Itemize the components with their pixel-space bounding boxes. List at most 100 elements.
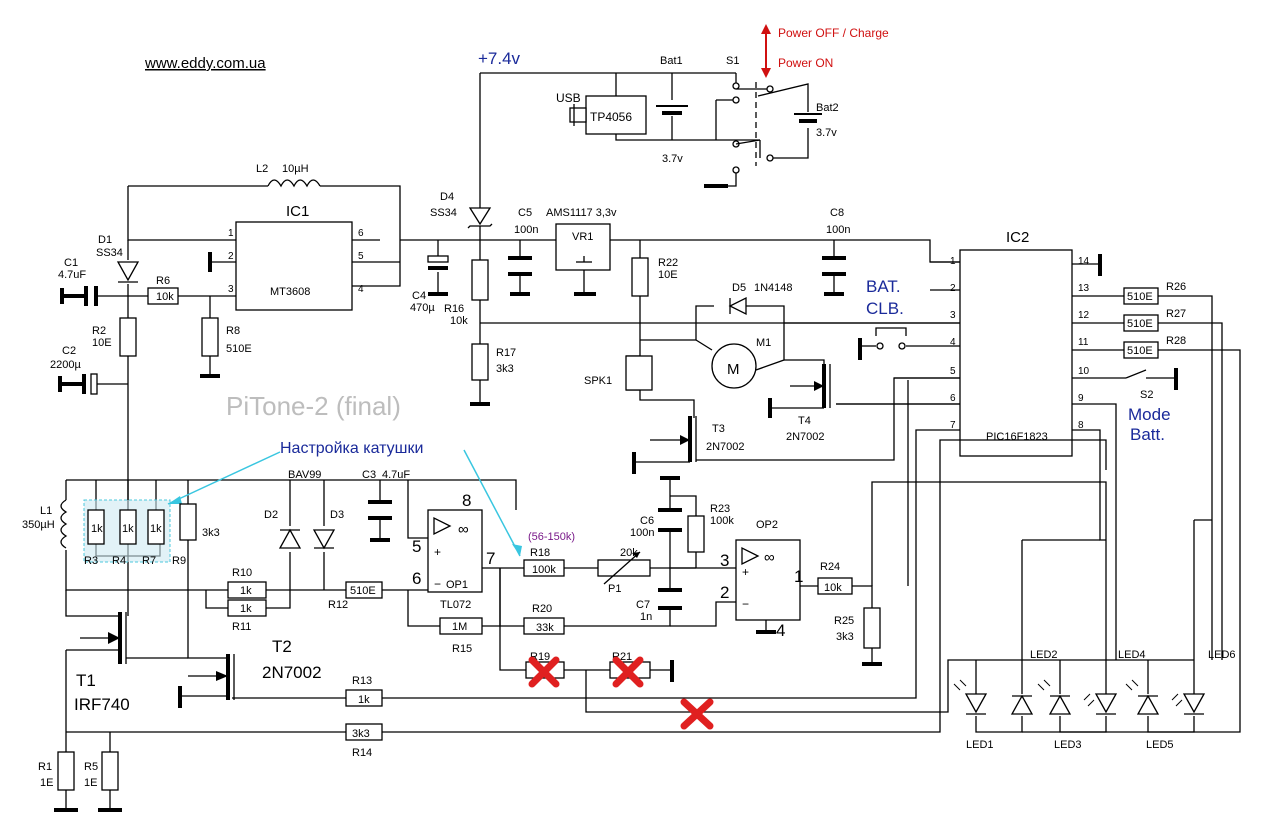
bat-clb-label-1: BAT. (866, 277, 901, 296)
led4-ref: LED4 (1118, 649, 1146, 661)
d1-val: SS34 (96, 247, 123, 259)
p1-val: 20k (620, 547, 638, 559)
r11-ref: R11 (232, 621, 251, 633)
power-on-label: Power ON (778, 56, 833, 70)
ic2-pin13: 13 (1078, 283, 1090, 294)
r6-ref: R6 (156, 275, 170, 287)
ic1-body (235, 221, 353, 311)
op1-ref: OP1 (446, 579, 468, 591)
r10-ref: R10 (232, 567, 252, 579)
mosfet-t3 (632, 416, 697, 474)
resistor-r12 (345, 581, 383, 599)
r11-val: 1k (240, 603, 252, 615)
d5-val: 1N4148 (754, 282, 793, 294)
potentiometer-p1[interactable] (597, 559, 651, 577)
resistor-r22 (631, 257, 649, 297)
r24-ref: R24 (820, 561, 840, 573)
r28-val: 510E (1127, 345, 1153, 357)
capacitor-c4 (427, 255, 449, 296)
site-url[interactable]: www.eddy.com.ua (144, 55, 266, 72)
power-off-label: Power OFF / Charge (778, 26, 889, 40)
mode-label-1: Mode (1128, 405, 1171, 424)
capacitor-c7 (658, 588, 682, 610)
resistor-r11 (227, 599, 267, 617)
s2-ref: S2 (1140, 389, 1153, 401)
t4-val: 2N7002 (786, 431, 825, 443)
ic2-left-pins (784, 261, 960, 431)
led5-ref: LED5 (1146, 739, 1174, 751)
r3-ref: R3 (84, 555, 98, 567)
c3-ref: C3 (362, 469, 376, 481)
r5-ref: R5 (84, 761, 98, 773)
r24-val: 10k (824, 582, 842, 594)
opamp-op2 (735, 539, 801, 621)
switch-s2[interactable] (1125, 368, 1178, 390)
ic2-pin3: 3 (950, 310, 956, 321)
r13-val: 1k (358, 694, 370, 706)
supply-voltage-label: +7.4v (478, 49, 521, 68)
resistor-r5 (101, 751, 119, 791)
ic2-pin14: 14 (1078, 256, 1090, 267)
tp4056-module (569, 95, 647, 135)
bat2-ref: Bat2 (816, 102, 839, 114)
ic2-pin10: 10 (1078, 366, 1090, 377)
r16-ref: R16 (444, 303, 464, 315)
r20-val: 33k (536, 622, 554, 634)
diode-d5 (728, 296, 747, 316)
c2-ref: C2 (62, 345, 76, 357)
r2-ref: R2 (92, 325, 106, 337)
bat-calibration-button[interactable] (858, 327, 907, 360)
r13-ref: R13 (352, 675, 372, 687)
resistor-r13 (345, 689, 383, 707)
r3-val: 1k (91, 523, 103, 535)
r15-val: 1M (452, 621, 467, 633)
r14-ref: R14 (352, 747, 372, 759)
ic1-part: MT3608 (270, 286, 310, 298)
ic2-pin7: 7 (950, 420, 956, 431)
r27-ref: R27 (1166, 308, 1186, 320)
r1-ref: R1 (38, 761, 52, 773)
op2-plus: + (742, 565, 749, 579)
bat1-val: 3.7v (662, 153, 683, 165)
r16-val: 10k (450, 315, 468, 327)
wires-frontend (65, 380, 1107, 808)
r22-ref: R22 (658, 257, 678, 269)
r14-val: 3k3 (352, 728, 370, 740)
spk1-ref: SPK1 (584, 375, 612, 387)
resistor-r23 (687, 515, 705, 553)
battery-bat1 (656, 105, 688, 115)
tuning-pointer (167, 451, 281, 505)
usb-label: USB (556, 91, 581, 105)
r22-val: 10E (658, 269, 678, 281)
r23-val: 100k (710, 515, 734, 527)
switch-s1[interactable] (732, 82, 774, 174)
resistor-r25 (863, 607, 881, 649)
led1-ref: LED1 (966, 739, 994, 751)
c8-ref: C8 (830, 207, 844, 219)
resistor-r8 (201, 317, 219, 357)
r12-val: 510E (350, 585, 376, 597)
c4-ref: C4 (412, 290, 426, 302)
battery-bat2 (794, 113, 822, 123)
ic2-pin2: 2 (950, 283, 956, 294)
r5-val: 1E (84, 777, 97, 789)
l2-val: 10µH (282, 163, 309, 175)
r2-val: 10E (92, 337, 112, 349)
led-pairs (953, 679, 1206, 715)
resistor-r7 (147, 509, 165, 545)
ic2-pin5: 5 (950, 366, 956, 377)
op2-pin4: 4 (776, 621, 785, 640)
r20-ref: R20 (532, 603, 552, 615)
r9-ref: R9 (172, 555, 186, 567)
r7-ref: R7 (142, 555, 156, 567)
capacitor-c8 (822, 256, 846, 296)
r18-val: 100k (532, 564, 556, 576)
coil-l1 (60, 499, 68, 549)
resistor-r24 (817, 577, 853, 595)
ic2-pin12: 12 (1078, 310, 1090, 321)
ic2-ref: IC2 (1006, 229, 1029, 246)
r25-ref: R25 (834, 615, 854, 627)
ic2-pin8: 8 (1078, 420, 1084, 431)
capacitor-c3 (368, 480, 392, 542)
tuning-pointer-2 (463, 449, 521, 557)
